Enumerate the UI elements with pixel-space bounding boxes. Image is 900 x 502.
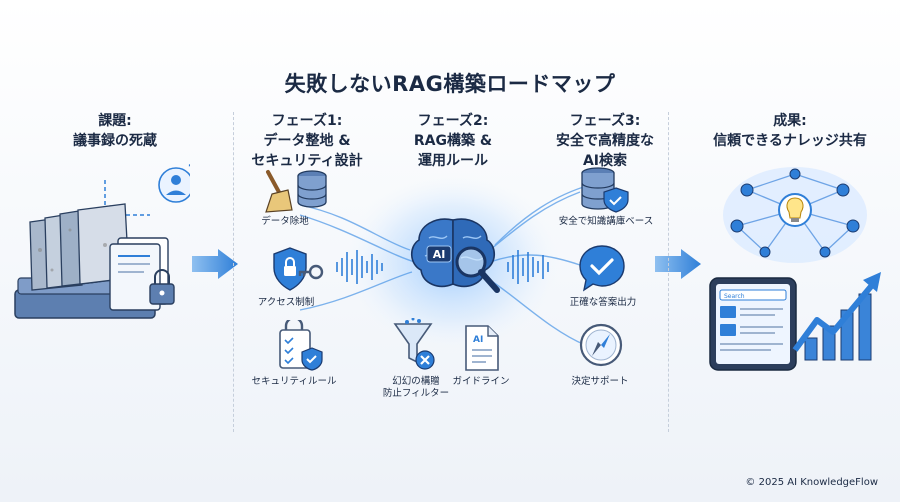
security-checklist-icon [279,320,323,371]
phase2-heading: フェーズ2: RAG構築 & 運用ルール [383,111,523,171]
security-rules-label: セキュリティルール [251,376,337,387]
problem-heading: 課題: 議事録の死蔵 [40,111,190,151]
secure-database-icon [581,167,629,213]
copyright-text: © 2025 AI KnowledgeFlow [745,477,878,488]
hallucination-filter-label: 幻幻の構贈 防止フィルター [376,376,456,400]
accurate-output-label: 正確な答案出力 [569,297,637,308]
access-control-label: アクセス制制 [257,297,315,308]
phase1-heading: フェーズ1: データ整地 & セキュリティ設計 [232,111,382,171]
hallucination-filter-label-line1: 幻幻の構贈 [392,376,440,387]
phase1-heading-line1: フェーズ1: [271,113,343,129]
check-chat-icon [579,245,625,292]
shield-key-icon [273,247,324,291]
page-title: 失敗しないRAG構築ロードマップ [284,72,616,96]
result-heading-line1: 成果: [773,113,807,129]
result-heading-line2: 信頼できるナレッジ共有 [713,133,867,149]
column-divider [668,112,669,432]
sound-wave-right [507,250,549,284]
filter-funnel-icon [393,318,435,370]
result-heading: 成果: 信頼できるナレッジ共有 [690,111,890,151]
flow-streams [299,184,591,346]
phase1-heading-line2: データ整地 & [263,133,351,149]
phase1-heading-line3: セキュリティ設計 [251,153,363,169]
phase3-heading-line1: フェーズ3: [569,113,641,129]
svg-text:?: ? [188,163,190,178]
transition-arrows [192,249,701,279]
knowledge-network-icon: Search [709,167,881,371]
phase3-heading-line3: AI検索 [582,153,628,169]
tablet-search-text: Search [724,293,745,300]
column-divider [233,112,234,432]
guidelines-label: ガイドライン [452,376,510,387]
phase2-heading-line1: フェーズ2: [417,113,489,129]
secure-kb-label: 安全で知識講庫ベース [558,216,654,227]
problem-heading-line1: 課題: [98,113,132,129]
hallucination-filter-label-line2: 防止フィルター [382,388,450,399]
decision-support-label: 決定サポート [571,376,629,387]
phase3-heading-line2: 安全で高精度な [556,133,654,149]
phase2-heading-line2: RAG構築 & [413,133,493,149]
data-cleanup-label: データ除地 [261,216,309,227]
sound-wave-left [336,250,383,284]
ai-brain-icon: AI [410,218,500,293]
compass-icon [579,323,623,367]
document-ai-text: AI [473,335,483,345]
data-cleanup-icon [265,170,327,213]
brain-ai-text: AI [433,248,446,261]
problem-heading-line2: 議事録の死蔵 [73,133,157,149]
stale-files-icon: ? [14,163,190,319]
guideline-document-icon: AI [465,325,499,371]
phase3-heading: フェーズ3: 安全で高精度な AI検索 [530,111,680,171]
phase2-heading-line3: 運用ルール [418,153,488,169]
